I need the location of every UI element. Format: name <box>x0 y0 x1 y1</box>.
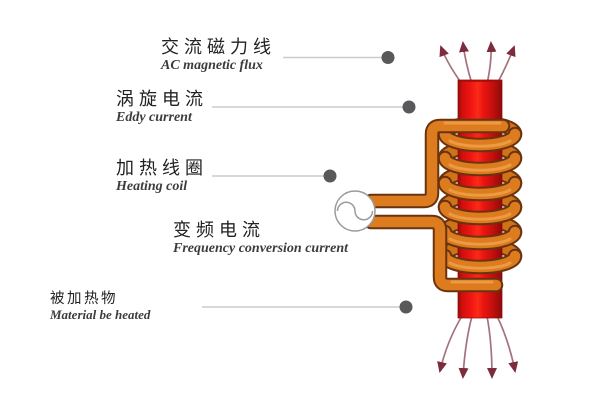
label-material-be-heated-en: Material be heated <box>50 307 151 322</box>
flux-arrow-bottom-1-icon <box>437 315 463 373</box>
label-eddy-current: 涡旋电流 Eddy current <box>116 89 208 126</box>
flux-arrow-top-1-icon <box>439 45 463 85</box>
label-heating-coil-zh: 加热线圈 <box>116 158 208 179</box>
flux-arrows-bottom <box>437 315 519 379</box>
flux-arrow-top-3-icon <box>486 41 497 85</box>
heating-coil-front <box>363 118 523 293</box>
callout-dot-material-be-heated <box>399 300 413 314</box>
label-material-be-heated: 被加热物 Material be heated <box>50 290 150 322</box>
callout-leaders <box>202 51 416 314</box>
label-frequency-conversion-current-en: Frequency conversion current <box>173 241 348 256</box>
label-eddy-current-en: Eddy current <box>116 110 192 125</box>
label-heating-coil-en: Heating coil <box>116 179 188 194</box>
callout-dot-eddy-current <box>402 100 416 114</box>
label-frequency-conversion-current: 变频电流 Frequency conversion current <box>173 220 348 257</box>
flux-arrow-bottom-2-icon <box>458 315 473 379</box>
label-eddy-current-zh: 涡旋电流 <box>116 89 208 110</box>
label-material-be-heated-zh: 被加热物 <box>50 291 118 307</box>
flux-arrow-bottom-4-icon <box>496 315 519 373</box>
label-ac-magnetic-flux-en: AC magnetic flux <box>161 58 263 73</box>
label-ac-magnetic-flux: 交流磁力线 AC magnetic flux <box>161 37 276 74</box>
label-heating-coil: 加热线圈 Heating coil <box>116 158 208 195</box>
label-ac-magnetic-flux-zh: 交流磁力线 <box>161 37 276 58</box>
label-frequency-conversion-current-zh: 变频电流 <box>173 220 265 241</box>
ac-source-icon <box>334 190 376 232</box>
flux-arrows-top <box>439 41 516 85</box>
callout-dot-ac-magnetic-flux <box>381 51 395 64</box>
flux-arrow-top-2-icon <box>459 41 473 85</box>
callout-dot-heating-coil <box>323 169 337 183</box>
flux-arrow-top-4-icon <box>496 45 516 85</box>
flux-arrow-bottom-3-icon <box>486 315 497 379</box>
